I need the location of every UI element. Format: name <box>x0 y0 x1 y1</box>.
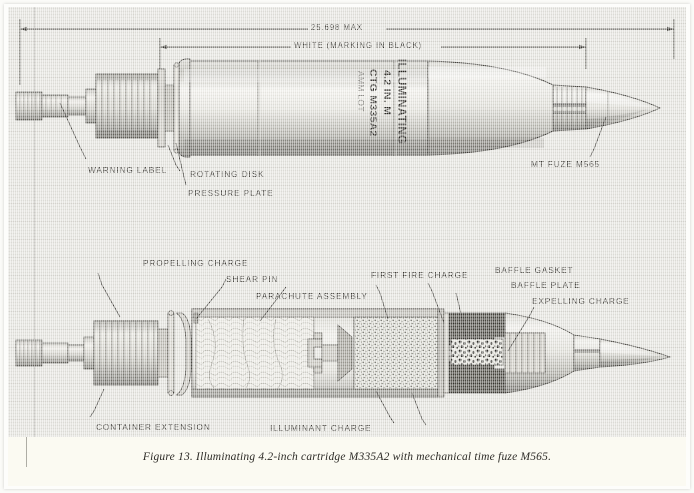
propelling-charge-increments <box>95 73 159 139</box>
projectile-body <box>178 58 429 158</box>
callout-propelling-charge: PROPELLING CHARGE <box>143 258 249 268</box>
tail-boom <box>15 88 97 124</box>
rotating-disk-assembly <box>157 62 180 154</box>
callout-illuminant-charge: ILLUMINANT CHARGE <box>270 423 372 433</box>
technical-drawing <box>15 19 675 426</box>
page-rule <box>34 7 35 437</box>
callout-parachute-assembly: PARACHUTE ASSEMBLY <box>256 291 368 301</box>
stencil-caliber: 4.2 IN. M <box>381 70 393 116</box>
fuze-threads <box>504 332 546 374</box>
tail-boom-section <box>15 336 95 370</box>
illuminant-charge-section <box>353 316 439 390</box>
shear-pin-detail <box>193 312 199 324</box>
callout-baffle-gasket: BAFFLE GASKET <box>495 265 574 275</box>
callout-warning-label: WARNING LABEL <box>88 165 167 175</box>
mt-fuze-m565 <box>552 84 662 132</box>
parachute-mechanism <box>307 332 339 374</box>
cutaway-nose <box>504 312 672 394</box>
callout-expelling-charge: EXPELLING CHARGE <box>532 296 630 306</box>
callout-rotating-disk: ROTATING DISK <box>190 169 265 179</box>
callout-shear-pin: SHEAR PIN <box>226 274 279 284</box>
figure-caption: Figure 13. Illuminating 4.2-inch cartrid… <box>142 451 552 463</box>
rotating-disk-section <box>157 310 192 396</box>
callout-container-extension: CONTAINER EXTENSION <box>96 422 211 432</box>
parachute-assembly-section <box>195 316 353 390</box>
callout-baffle-plate: BAFFLE PLATE <box>511 280 581 290</box>
cutaway-section <box>15 308 672 398</box>
callout-pressure-plate: PRESSURE PLATE <box>188 188 274 198</box>
callout-mt-fuze: MT FUZE M565 <box>531 159 601 169</box>
figure-plate: 25.698 MAX WHITE (MARKING IN BLACK) ILLU… <box>8 7 686 437</box>
propelling-charge-section <box>93 320 159 386</box>
ogive-nose <box>427 60 554 156</box>
callout-first-fire-charge: FIRST FIRE CHARGE <box>371 270 469 280</box>
caption-band: Figure 13. Illuminating 4.2-inch cartrid… <box>8 437 686 486</box>
dimension-painted-area: WHITE (MARKING IN BLACK) <box>294 41 423 50</box>
upper-leader-lines <box>59 102 607 186</box>
stencil-illuminating: ILLUMINATING <box>395 59 407 145</box>
stencil-ammo-lot: AMM LOT <box>356 71 366 112</box>
dimension-overall-length: 25.698 MAX <box>311 23 363 32</box>
dimension-lines <box>19 19 675 85</box>
assembled-cartridge <box>15 58 662 158</box>
expelling-charge-section <box>450 338 504 366</box>
lower-leader-lines <box>89 272 535 426</box>
page-rule-caption <box>26 437 27 467</box>
stencil-cartridge: CTG M335A2 <box>367 69 379 137</box>
